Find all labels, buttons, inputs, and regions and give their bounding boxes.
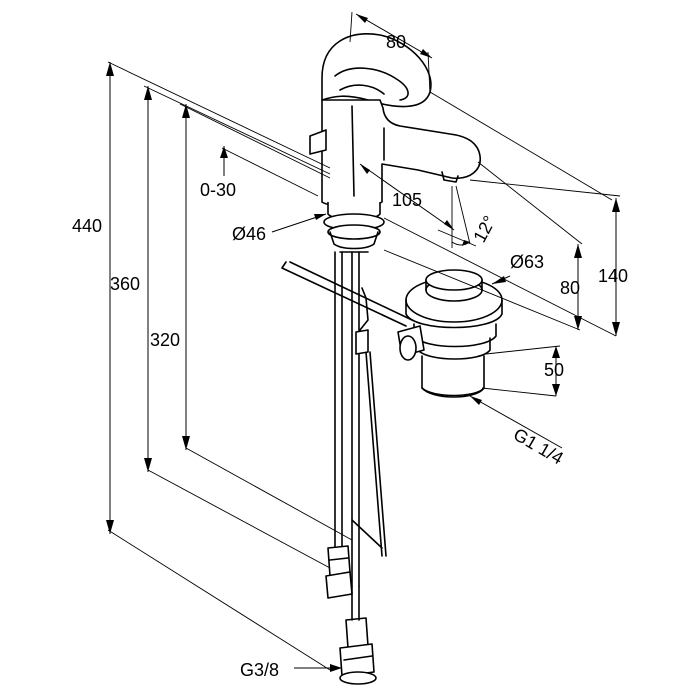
dim-total-height: 440 — [72, 216, 102, 236]
dim-spout-angle: 12° — [469, 212, 499, 245]
dim-waste-length: 50 — [544, 360, 564, 380]
waste-assembly — [397, 269, 503, 398]
dim-height-360: 360 — [110, 274, 140, 294]
faucet-body — [309, 33, 481, 253]
dim-waste-thread: G1 1/4 — [510, 424, 567, 468]
dim-hose-thread: G3/8 — [240, 660, 279, 680]
dim-waste-diameter: Ø63 — [510, 252, 544, 272]
dim-deck-thickness: 0-30 — [200, 180, 236, 200]
dim-base-diameter: Ø46 — [232, 224, 266, 244]
dim-height-320: 320 — [150, 330, 180, 350]
supply-hoses — [325, 251, 377, 685]
dim-spout-width: 80 — [386, 32, 406, 52]
dim-spout-height: 80 — [560, 278, 580, 298]
dim-spout-reach: 105 — [392, 190, 422, 210]
dimension-lines — [106, 11, 621, 672]
popup-rod — [281, 261, 413, 557]
dimension-labels: 80 440 360 320 0-30 Ø46 105 12° Ø63 80 1… — [72, 32, 628, 680]
dim-overall-height: 140 — [598, 266, 628, 286]
